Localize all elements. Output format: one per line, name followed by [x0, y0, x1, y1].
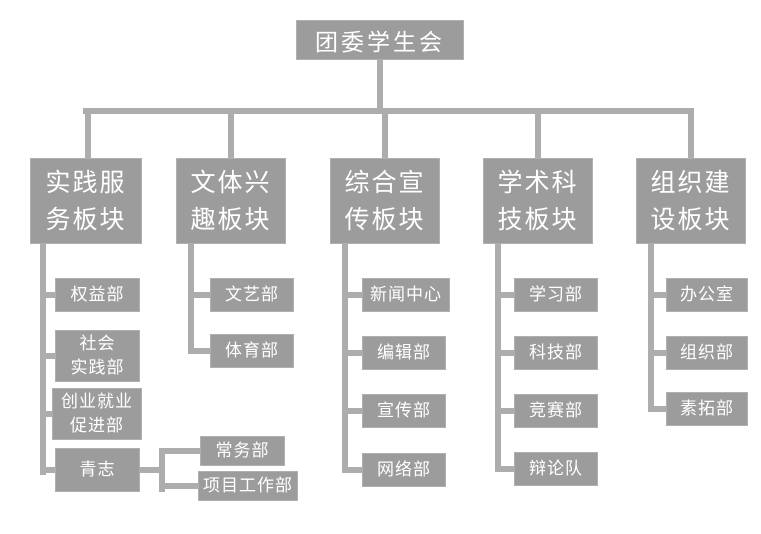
connector-office-stub	[648, 292, 666, 298]
org-node-branch-culture-sports: 文体兴 趣板块	[176, 158, 286, 244]
connector-editorial-stub	[342, 350, 362, 356]
connector-youth-volunteers-stub	[40, 467, 55, 473]
org-node-social-practice-dept: 社会 实践部	[55, 330, 140, 382]
org-node-branch-publicity: 综合宣 传板块	[330, 158, 440, 244]
org-node-office: 办公室	[666, 278, 748, 312]
org-node-standing-dept: 常务部	[200, 436, 285, 466]
org-node-organization-dept: 组织部	[666, 336, 748, 370]
connector-arts-stub	[188, 292, 210, 298]
connector-rights-stub	[40, 292, 55, 298]
connector-branch3-drop	[382, 108, 388, 158]
org-node-network-dept: 网络部	[362, 453, 446, 487]
connector-entrepreneurship-stub	[40, 411, 55, 417]
org-node-debate-team: 辩论队	[514, 452, 598, 486]
org-node-news-center: 新闻中心	[362, 278, 450, 312]
connector-qingzhi-vbar	[159, 448, 165, 492]
connector-sports-stub	[188, 348, 210, 354]
org-node-competition-dept: 竞赛部	[514, 394, 598, 428]
org-node-study-dept: 学习部	[514, 278, 598, 312]
org-node-arts-dept: 文艺部	[210, 278, 294, 312]
org-node-project-work-dept: 项目工作部	[198, 471, 298, 501]
connector-quality-dev-stub	[648, 406, 666, 412]
org-node-branch-organization: 组织建 设板块	[636, 158, 746, 244]
connector-branch5-drop	[688, 108, 694, 158]
connector-publicity-stub	[342, 408, 362, 414]
org-node-youth-volunteers: 青志	[55, 448, 140, 492]
org-node-root: 团委学生会	[296, 20, 464, 60]
connector-branch1-trunk	[40, 244, 46, 475]
connector-branch4-trunk	[495, 244, 501, 472]
connector-news-stub	[342, 292, 362, 298]
connector-organization-stub	[648, 350, 666, 356]
org-node-sports-dept: 体育部	[210, 334, 294, 368]
connector-standing-stub	[159, 448, 200, 454]
org-node-editorial-dept: 编辑部	[362, 336, 446, 370]
connector-branch5-trunk	[648, 244, 654, 412]
connector-study-stub	[495, 292, 514, 298]
org-node-quality-development-dept: 素拓部	[666, 392, 748, 426]
org-node-branch-practice-service: 实践服 务板块	[30, 158, 142, 244]
connector-science-stub	[495, 350, 514, 356]
connector-network-stub	[342, 467, 362, 473]
org-node-science-tech-dept: 科技部	[514, 336, 598, 370]
connector-branch2-trunk	[188, 244, 194, 354]
connector-root-drop	[377, 60, 383, 114]
connector-branch3-trunk	[342, 244, 348, 473]
org-node-rights-dept: 权益部	[55, 278, 140, 312]
connector-branch4-drop	[535, 108, 541, 158]
org-node-branch-academic-tech: 学术科 技板块	[483, 158, 593, 244]
org-node-publicity-dept: 宣传部	[362, 394, 446, 428]
connector-debate-stub	[495, 466, 514, 472]
connector-branch1-drop	[85, 108, 91, 158]
connector-project-work-stub	[159, 483, 198, 489]
connector-social-practice-stub	[40, 353, 55, 359]
org-node-entrepreneurship-dept: 创业就业 促进部	[52, 388, 142, 440]
connector-branch2-drop	[228, 108, 234, 158]
connector-competition-stub	[495, 408, 514, 414]
connector-qingzhi-right-stub	[140, 467, 165, 473]
connector-bus	[83, 108, 694, 114]
